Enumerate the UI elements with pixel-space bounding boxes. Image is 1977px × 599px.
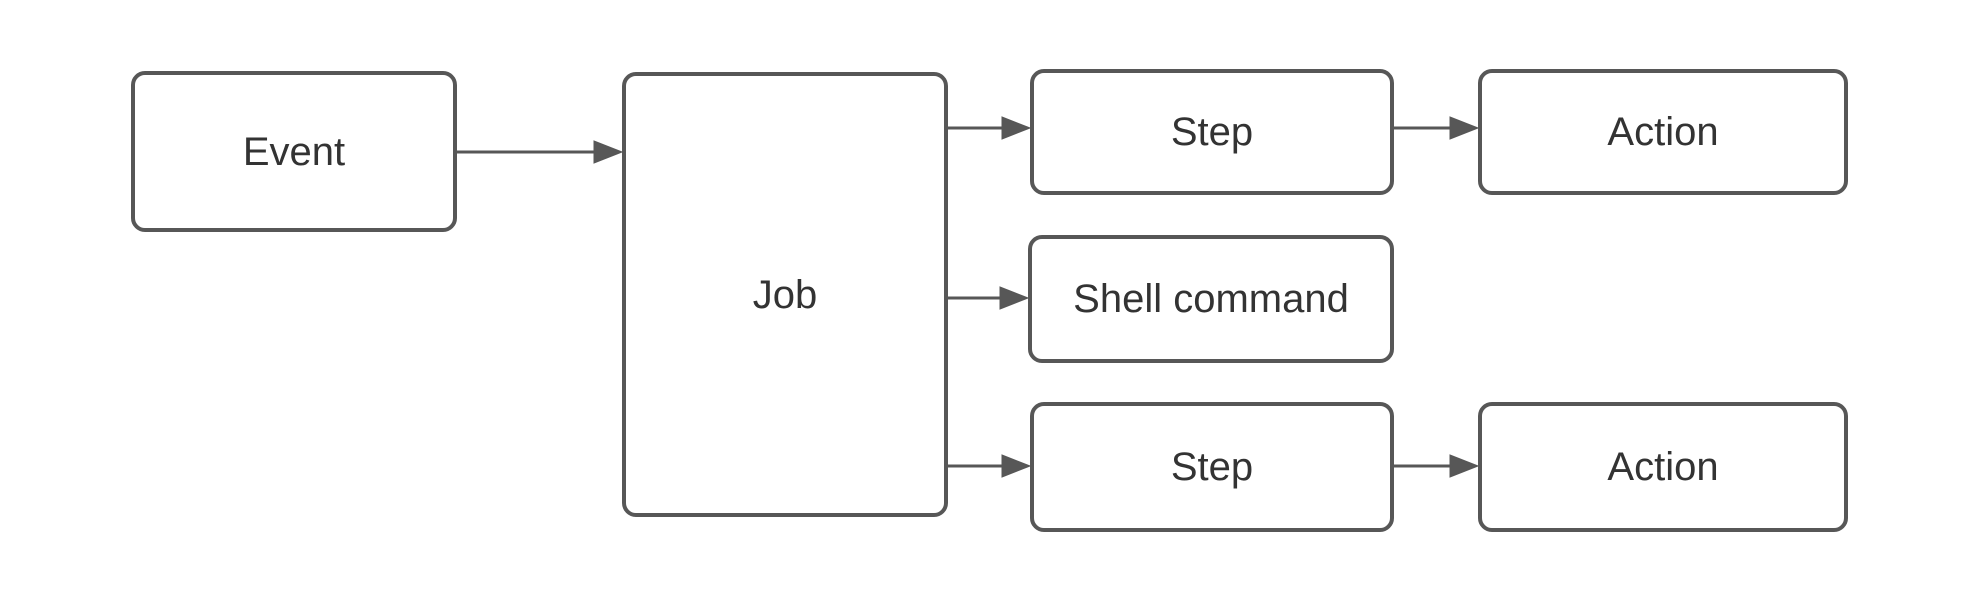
node-job: Job <box>622 72 948 517</box>
node-step-bottom-label: Step <box>1170 445 1254 489</box>
node-job-label: Job <box>752 272 818 317</box>
node-step-top-label: Step <box>1170 110 1254 154</box>
node-event-label: Event <box>242 129 346 174</box>
arrowhead-job-to-step-top <box>1001 116 1032 140</box>
node-action-bottom: Action <box>1478 402 1848 532</box>
node-shell-command-label: Shell command <box>1073 277 1349 321</box>
node-action-top-label: Action <box>1607 110 1719 154</box>
arrowhead-step-top-to-action-top <box>1449 116 1480 140</box>
node-action-bottom-label: Action <box>1607 445 1719 489</box>
arrowhead-job-to-step-bottom <box>1001 454 1032 478</box>
node-shell-command: Shell command <box>1028 235 1394 363</box>
arrowhead-event-to-job <box>593 140 624 164</box>
node-step-bottom: Step <box>1030 402 1394 532</box>
node-step-top: Step <box>1030 69 1394 195</box>
node-event: Event <box>131 71 457 232</box>
node-action-top: Action <box>1478 69 1848 195</box>
arrowhead-job-to-shell-command <box>999 286 1030 310</box>
arrowhead-step-bottom-to-action-bottom <box>1449 454 1480 478</box>
